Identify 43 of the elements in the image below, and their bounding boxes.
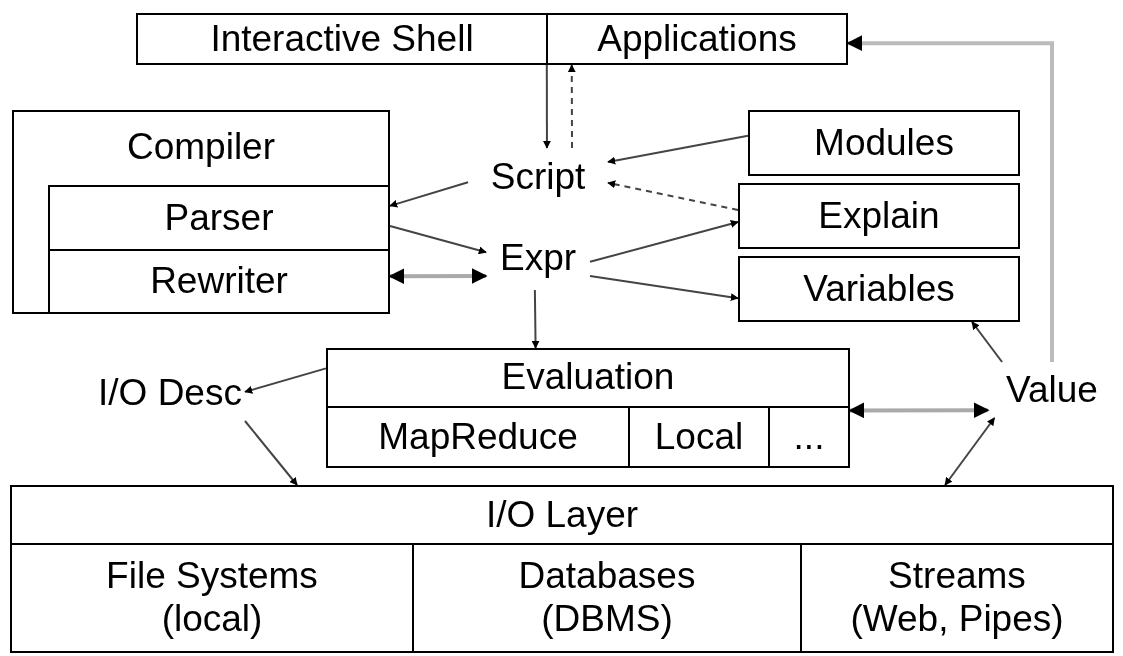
arrow	[389, 181, 469, 208]
process-box	[748, 110, 1020, 176]
node-text: Variables	[803, 267, 955, 311]
node-text: Compiler	[126, 126, 275, 169]
node-text: Streams	[888, 555, 1026, 598]
arrow	[607, 134, 749, 165]
arrow	[589, 219, 739, 263]
node-text: Modules	[814, 121, 954, 165]
node-text: Interactive Shell	[210, 17, 474, 61]
node-text: Local	[654, 415, 744, 459]
node-text: (DBMS)	[541, 598, 673, 641]
node-text: MapReduce	[378, 415, 578, 459]
arrow	[944, 417, 996, 486]
node-text: Databases	[518, 555, 696, 598]
node-text: Script	[490, 155, 586, 199]
process-box	[738, 256, 1020, 322]
process-box	[326, 348, 850, 468]
node-text: Rewriter	[150, 260, 288, 303]
node-text: I/O Desc	[98, 371, 242, 415]
arrow	[607, 180, 739, 212]
node-text: (Web, Pipes)	[850, 598, 1064, 641]
process-box	[738, 183, 1020, 249]
arrow	[244, 420, 299, 486]
arrow	[567, 64, 576, 149]
node-text: Parser	[164, 196, 274, 240]
arrow	[971, 321, 1004, 363]
node-text: Applications	[597, 17, 797, 61]
node-text: File Systems	[106, 555, 318, 598]
arrow	[589, 274, 739, 302]
process-box	[12, 110, 390, 314]
arrow	[542, 64, 551, 149]
node-text: (local)	[161, 598, 263, 641]
node-text: I/O Layer	[485, 493, 639, 537]
node-text: Evaluation	[501, 355, 675, 399]
process-box	[10, 485, 1114, 653]
arrow	[244, 367, 327, 394]
node-text: Expr	[499, 236, 577, 280]
process-box	[48, 185, 390, 251]
node-text: Value	[1006, 368, 1098, 412]
arrow	[389, 224, 487, 255]
node-text: ...	[793, 415, 825, 459]
arrow	[531, 289, 540, 349]
node-text: Explain	[818, 194, 940, 238]
